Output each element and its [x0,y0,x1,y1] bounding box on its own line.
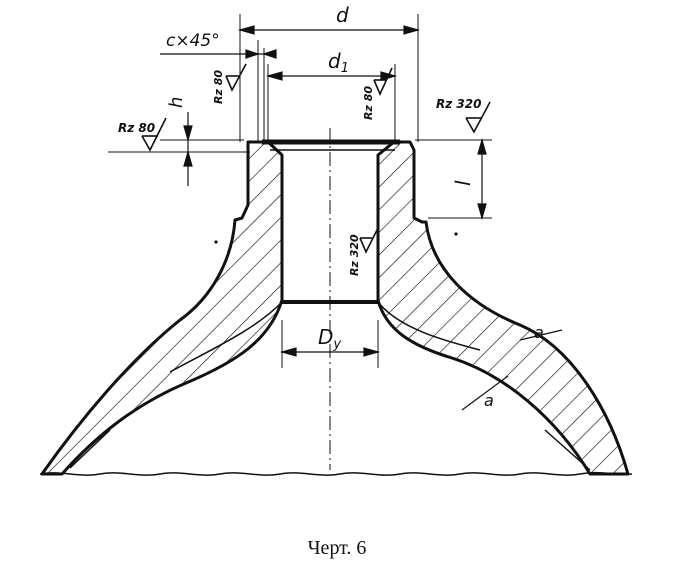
left-wall-section [40,140,284,476]
dimension-lines [160,25,563,411]
extension-lines [108,14,492,368]
dim-d1-label: d1 [328,49,349,76]
inner-contour [69,301,591,471]
right-wall-section [376,140,630,476]
rz-top-left-label: Rz 80 [118,121,155,135]
wall-mark-a-lower: a [484,391,494,410]
dim-h-label: h [166,97,187,108]
dim-d-label: d [336,3,349,27]
rz-top-right-label: Rz 320 [436,97,481,111]
rz-thread-right-label: Rz 80 [362,86,375,120]
dim-l-label: l [451,180,475,186]
dim-dy-label: Dy [318,325,341,352]
speck-dot [214,240,218,244]
dim-chamfer-label: c×45° [166,31,220,51]
roughness-symbols [141,63,491,254]
break-line [39,471,633,476]
bore-outline [262,139,400,304]
speck-dot [454,232,458,236]
rz-thread-left-label: Rz 80 [212,70,225,104]
wall-mark-a-upper: a [534,323,544,342]
rz-bore-label: Rz 320 [348,234,361,276]
figure-caption: Черт. 6 [307,537,367,559]
